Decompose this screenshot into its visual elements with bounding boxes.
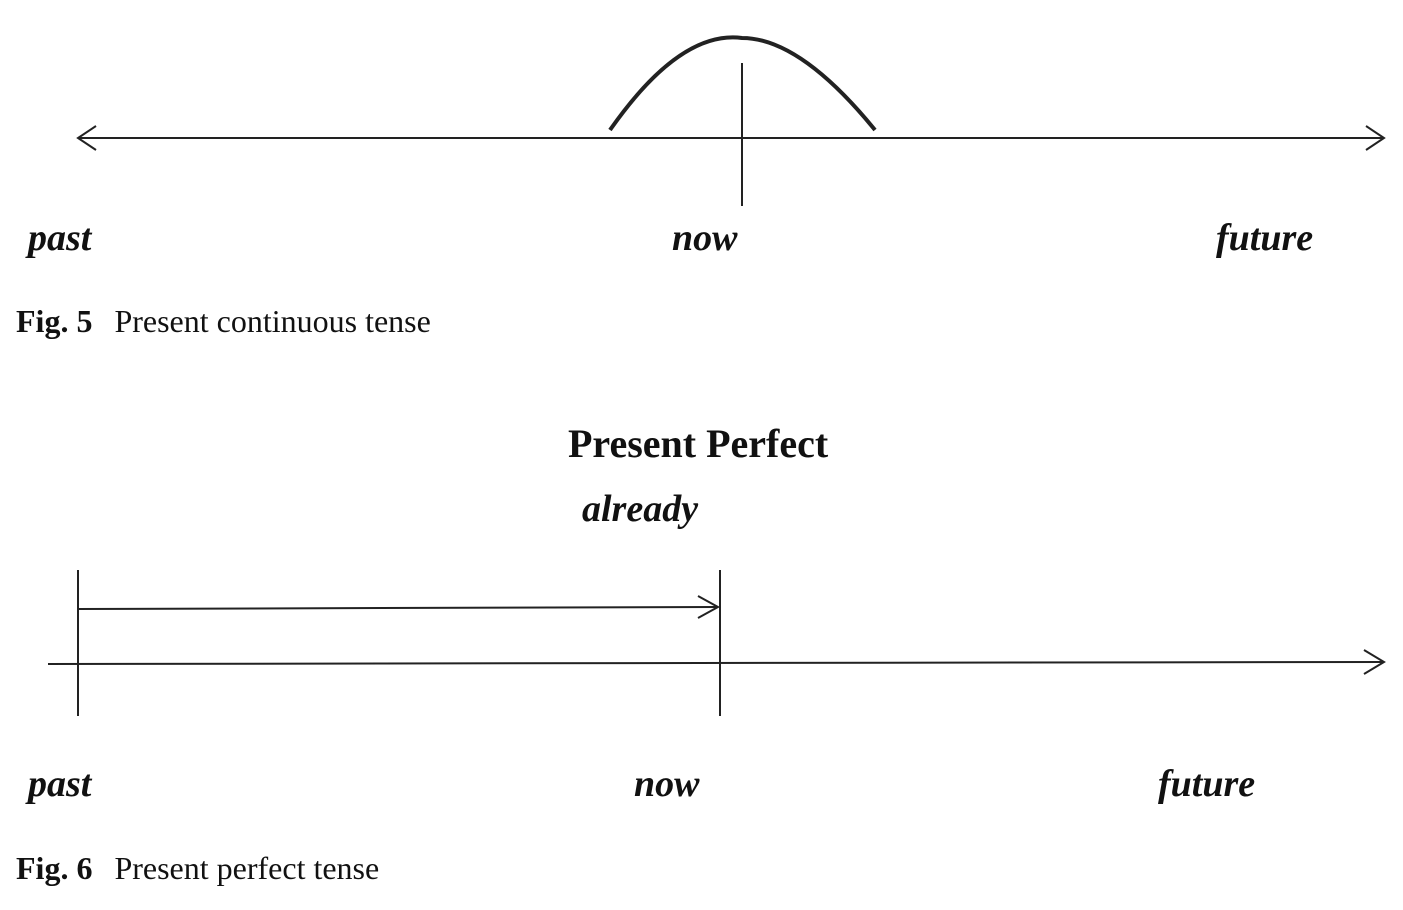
fig6-right-arrowhead bbox=[1363, 649, 1386, 675]
fig5-past-label: past bbox=[28, 217, 92, 259]
fig6-time-axis bbox=[47, 661, 1385, 665]
fig6-caption-number: Fig. 6 bbox=[16, 850, 93, 886]
fig6-future-label: future bbox=[1158, 763, 1256, 805]
fig6-perfect-arrowhead bbox=[697, 595, 721, 619]
fig6-now-label: now bbox=[634, 763, 700, 805]
fig6-past-label: past bbox=[28, 763, 92, 805]
fig6-title: Present Perfect bbox=[568, 421, 829, 466]
fig5-caption: Fig. 5 Present continuous tense bbox=[16, 303, 431, 340]
fig5-right-arrowhead bbox=[1365, 125, 1386, 151]
fig5-caption-text: Present continuous tense bbox=[114, 303, 431, 339]
fig5-future-label: future bbox=[1216, 217, 1314, 259]
fig5-left-arrowhead bbox=[76, 125, 97, 151]
fig6-timeline bbox=[47, 570, 1386, 716]
fig5-continuous-arc bbox=[608, 35, 877, 132]
fig6-already-label: already bbox=[582, 488, 699, 530]
fig6-caption: Fig. 6 Present perfect tense bbox=[16, 850, 379, 887]
fig5-now-label: now bbox=[672, 217, 738, 259]
fig5-timeline bbox=[76, 35, 1386, 206]
fig5-caption-number: Fig. 5 bbox=[16, 303, 93, 339]
fig6-perfect-arrow bbox=[77, 606, 719, 610]
fig6-caption-text: Present perfect tense bbox=[114, 850, 380, 886]
